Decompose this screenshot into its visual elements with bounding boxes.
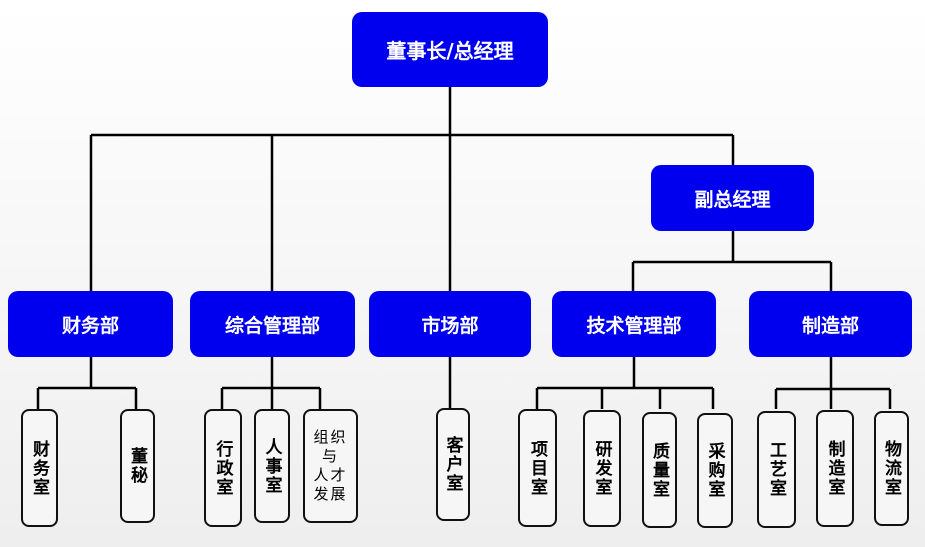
- dept-tech-management: 技术管理部: [552, 291, 716, 357]
- connector-top: [89, 87, 735, 291]
- connector-tech: [535, 357, 715, 409]
- unit-project-office: 项目室: [518, 409, 557, 527]
- vice-gm-box: 副总经理: [651, 165, 814, 231]
- unit-logistics-office: 物流室: [874, 411, 909, 526]
- unit-manufacturing-office: 制造室: [816, 410, 854, 527]
- chairman-gm-box: 董事长/总经理: [352, 12, 548, 87]
- connector-finance: [36, 357, 138, 409]
- connector-mfg: [774, 357, 892, 409]
- unit-customer-office: 客户室: [436, 408, 470, 521]
- unit-process-office: 工艺室: [757, 411, 796, 528]
- unit-rd-office: 研发室: [583, 410, 621, 527]
- dept-marketing: 市场部: [369, 291, 531, 357]
- unit-quality-office: 质量室: [642, 412, 677, 528]
- unit-org-talent: 组织 与 人才 发展: [303, 409, 358, 523]
- unit-purchasing-office: 采购室: [697, 413, 733, 528]
- dept-general-admin: 综合管理部: [190, 291, 355, 357]
- connector-vice: [631, 231, 833, 291]
- dept-manufacturing: 制造部: [749, 291, 912, 357]
- connector-admin: [220, 357, 322, 409]
- unit-finance-office: 财务室: [21, 409, 58, 527]
- dept-finance: 财务部: [8, 291, 173, 357]
- unit-hr-office: 人事室: [254, 409, 290, 523]
- unit-board-secretary: 董秘: [120, 409, 155, 523]
- unit-admin-office: 行政室: [204, 409, 242, 527]
